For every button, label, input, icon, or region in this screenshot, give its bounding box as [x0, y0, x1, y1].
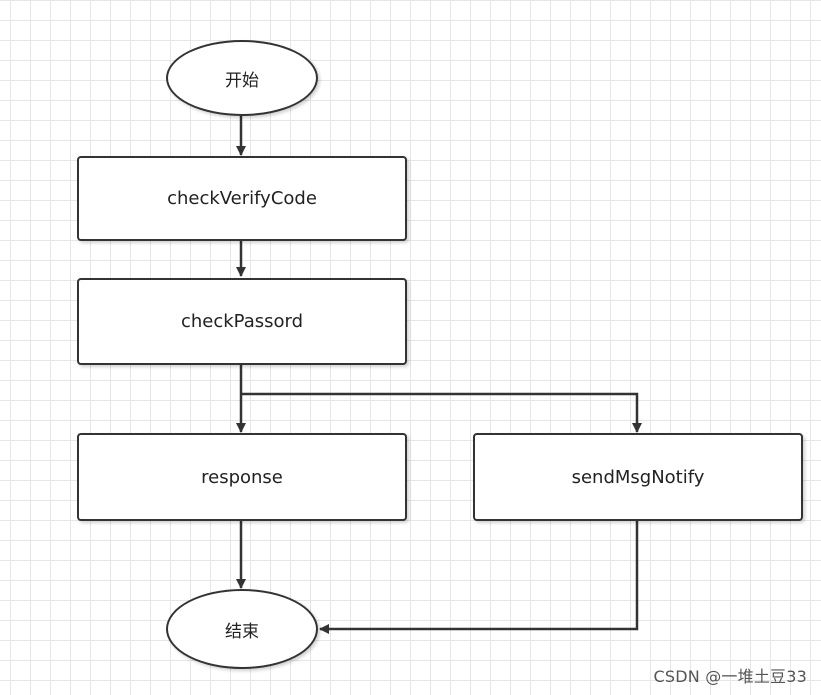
- send-msg-notify-node: sendMsgNotify: [473, 433, 803, 521]
- arrow-checkpassord-to-sendmsgnotify: [241, 392, 642, 433]
- start-node: 开始: [166, 40, 318, 116]
- check-verify-code-node: checkVerifyCode: [77, 156, 407, 241]
- arrow-sendmsgnotify-to-end: [319, 521, 639, 634]
- end-node: 结束: [166, 589, 318, 669]
- check-passord-node: checkPassord: [77, 278, 407, 365]
- csdn-watermark: CSDN @一堆土豆33: [653, 667, 807, 686]
- response-node: response: [77, 433, 407, 521]
